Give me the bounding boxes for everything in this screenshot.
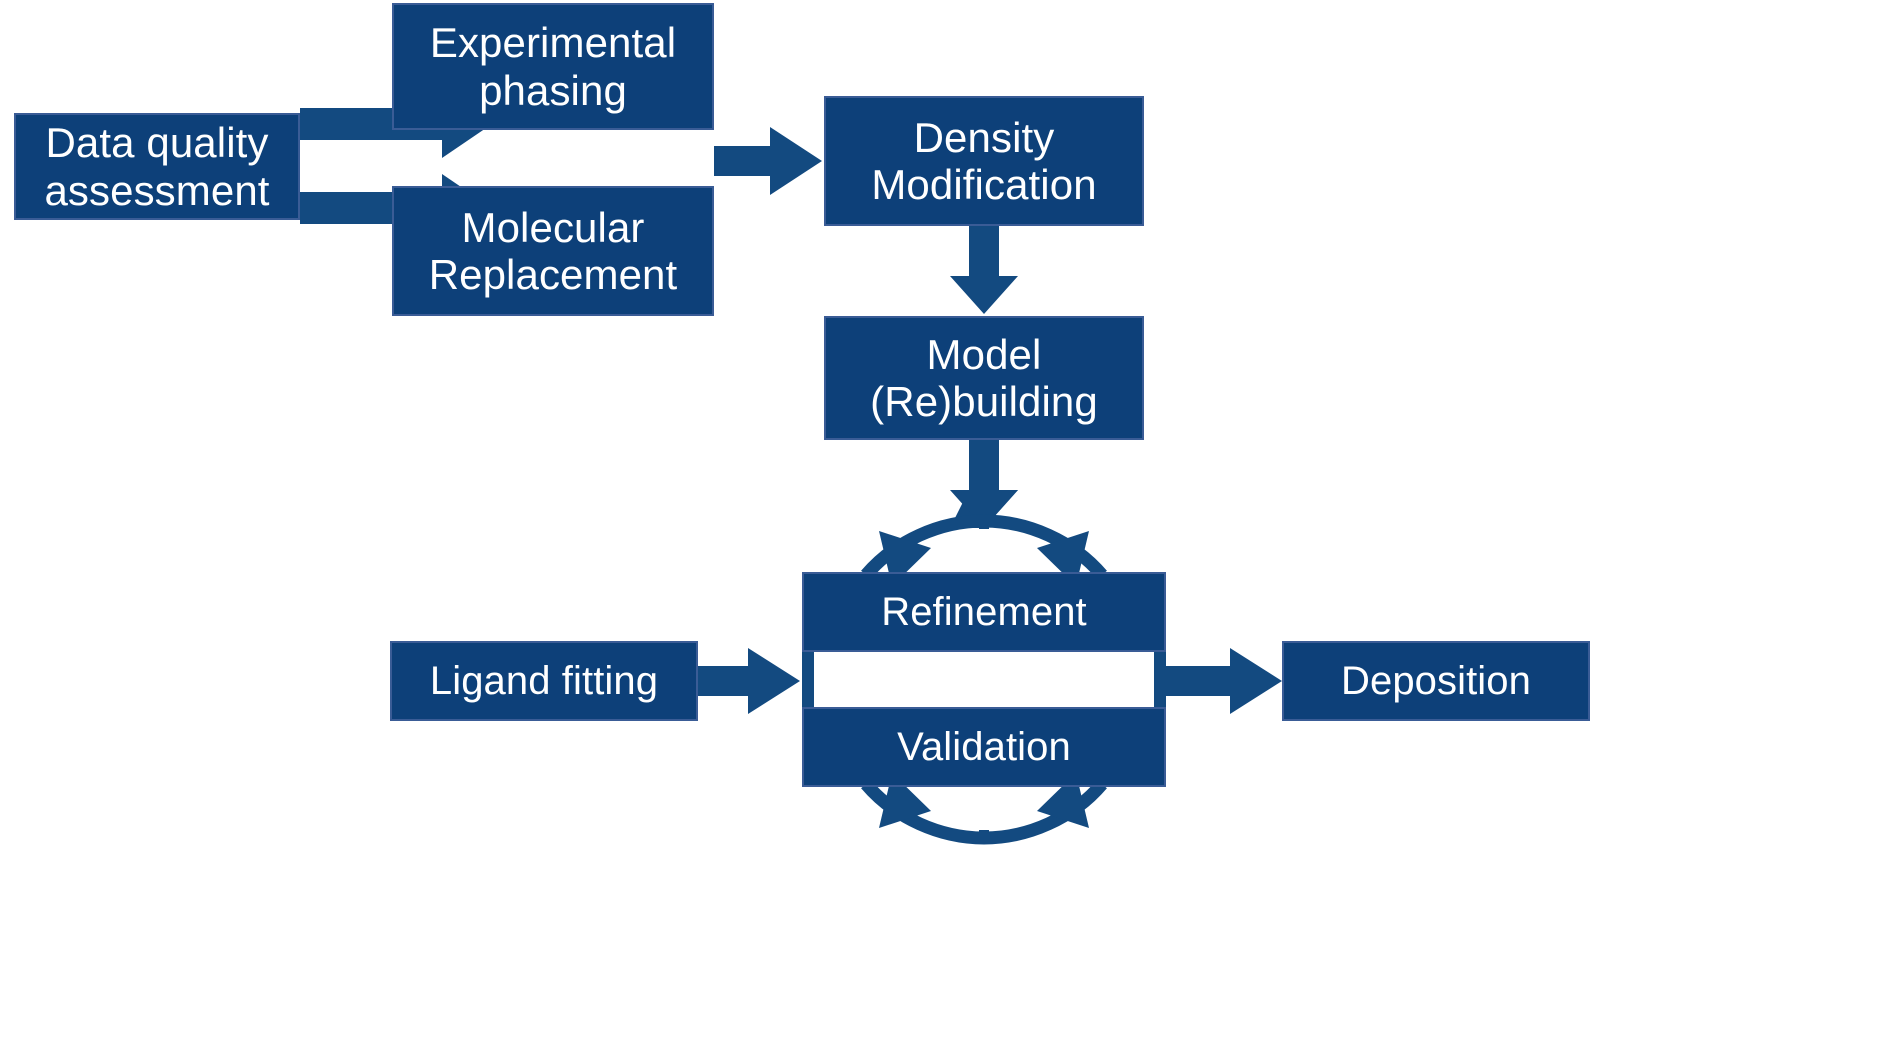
node-label-ligand-fitting: Ligand fitting [429, 658, 659, 703]
connector-density-modification-to-model-rebuilding [950, 226, 1018, 314]
node-label-model-rebuilding: Model (Re)building [870, 330, 1098, 425]
node-label-deposition: Deposition [1340, 658, 1531, 703]
node-label-experimental-phasing: Experimental phasing [429, 19, 677, 114]
node-deposition[interactable]: Deposition [1282, 641, 1590, 721]
node-label-molecular-replacement: Molecular Replacement [428, 203, 678, 298]
node-experimental-phasing[interactable]: Experimental phasing [392, 3, 714, 130]
node-validation[interactable]: Validation [802, 707, 1166, 787]
node-data-quality-assessment[interactable]: Data quality assessment [14, 113, 300, 220]
node-label-data-quality-assessment: Data quality assessment [44, 119, 270, 214]
cycle-gap-left-edge [802, 652, 1166, 707]
node-label-validation: Validation [897, 724, 1071, 769]
connector-ligand-fitting-to-cycle [698, 648, 800, 714]
connector-refinement-validation-cycle [861, 514, 1107, 845]
node-label-density-modification: Density Modification [871, 113, 1097, 208]
connector-cycle-to-deposition [1166, 648, 1282, 714]
node-molecular-replacement[interactable]: Molecular Replacement [392, 186, 714, 316]
node-ligand-fitting[interactable]: Ligand fitting [390, 641, 698, 721]
node-density-modification[interactable]: Density Modification [824, 96, 1144, 226]
node-model-rebuilding[interactable]: Model (Re)building [824, 316, 1144, 440]
connector-phasing-to-density-modification [714, 127, 822, 195]
node-label-refinement: Refinement [881, 589, 1087, 634]
connector-model-rebuilding-to-cycle [950, 440, 1018, 528]
node-refinement[interactable]: Refinement [802, 572, 1166, 652]
